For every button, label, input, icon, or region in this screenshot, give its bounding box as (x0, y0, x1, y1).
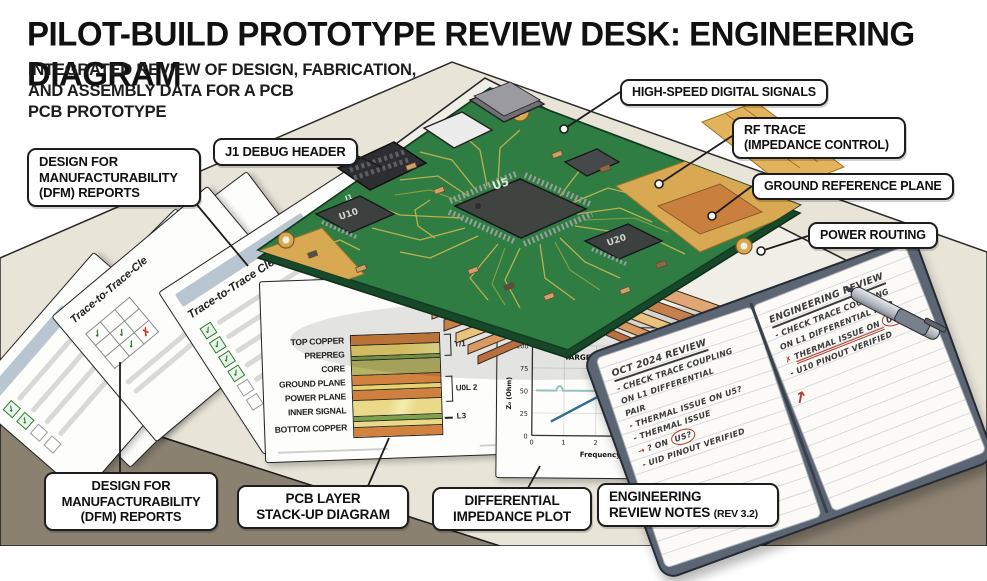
callout-power-routing: POWER ROUTING (808, 222, 938, 249)
notes-line1: ENGINEERING (609, 489, 702, 504)
pcb-traces (299, 127, 686, 309)
notes-rev: (REV 3.2) (713, 508, 758, 521)
usb-connector-dark-top (473, 81, 541, 117)
callout-high-speed-signals: HIGH-SPEED DIGITAL SIGNALS (620, 79, 828, 106)
y-axis-label: Z₀ (Ohm) (505, 377, 513, 410)
page-subtitle: INTEGRATED REVIEW OF DESIGN, FABRICATION… (28, 61, 417, 121)
callout-rf-trace: RF TRACE (IMPEDANCE CONTROL) (732, 117, 906, 159)
callout-ground-plane: GROUND REFERENCE PLANE (752, 173, 954, 200)
chip-u5 (447, 170, 594, 247)
svg-text:0: 0 (524, 432, 528, 440)
callout-j1-debug-header: J1 DEBUG HEADER (213, 138, 358, 166)
red-curved-arrow: ↗ (789, 386, 812, 410)
svg-text:1: 1 (562, 439, 566, 447)
scene: { "header": { "title": "PILOT-BUILD PROT… (0, 14, 987, 581)
j1-silkscreen: J1 (343, 193, 354, 203)
chip-u10 (314, 195, 396, 240)
callout-stackup: PCB LAYER STACK-UP DIAGRAM (237, 485, 409, 530)
chip-qfn (563, 148, 621, 177)
svg-text:2: 2 (594, 439, 598, 447)
x-axis-label: Frequency (GHz) (580, 451, 646, 460)
svg-text:100: 100 (516, 342, 528, 350)
svg-text:50: 50 (520, 387, 528, 395)
passive-components (307, 149, 668, 302)
callout-dfm-top: DESIGN FOR MANUFACTURABILITY (DFM) REPOR… (27, 148, 201, 207)
u5-silkscreen: U5 (491, 175, 511, 193)
callout-dfm-bottom: DESIGN FOR MANUFACTURABILITY (DFM) REPOR… (44, 472, 218, 531)
notes-line2: REVIEW NOTES (609, 505, 714, 521)
y-axis (531, 341, 534, 436)
svg-text:25: 25 (520, 410, 528, 418)
pcb-traces-dark (394, 189, 669, 306)
svg-text:0: 0 (530, 438, 534, 446)
svg-text:75: 75 (520, 365, 528, 373)
target-impedance-line (536, 385, 691, 393)
chip-u20 (583, 223, 664, 266)
y-tick-labels: 0 25 50 75 100 (516, 342, 528, 440)
callout-review-notes: ENGINEERING REVIEW NOTES (REV 3.2) (597, 483, 779, 528)
callout-impedance-plot: DIFFERENTIAL IMPEDANCE PLOT (432, 487, 592, 532)
page-title: PILOT-BUILD PROTOTYPE REVIEW DESK: ENGIN… (27, 14, 915, 93)
usb-connector-white (422, 111, 494, 149)
